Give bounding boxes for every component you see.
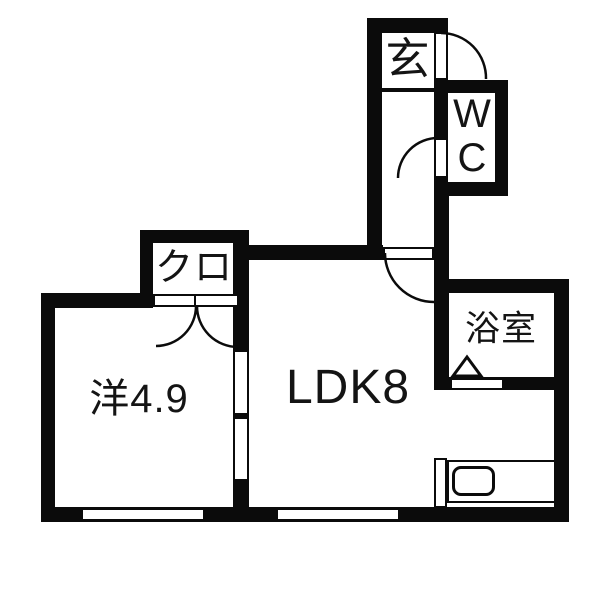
closet-door-leaf-left: [153, 294, 196, 307]
wall-wc-bottom: [434, 182, 508, 196]
bathroom-label: 浴室: [464, 309, 538, 349]
closet-label: クロ: [154, 247, 234, 289]
bath-door-threshold: [450, 378, 504, 390]
wc-label-line1: W: [453, 92, 491, 136]
ldk-label: LDK8: [285, 361, 411, 414]
wall-bath-left: [434, 279, 449, 390]
wc-door-arc: [396, 136, 439, 179]
closet-door-arc-right: [195, 305, 239, 349]
wall-divider-upper: [233, 230, 249, 352]
sliding-panel-upper: [233, 350, 249, 415]
entry-door-leaf: [434, 32, 448, 80]
western-room-window: [83, 510, 203, 519]
kitchen-sink: [452, 466, 495, 496]
wall-hall-right: [434, 196, 449, 293]
wall-west-top: [41, 293, 153, 308]
wall-genkan-step-line: [382, 88, 434, 92]
wall-bath-top: [434, 279, 569, 293]
closet-door-arc-left: [155, 305, 198, 348]
wall-wc-top: [434, 80, 508, 93]
wall-closet-top: [140, 230, 248, 243]
wall-wc-right: [495, 80, 508, 196]
wall-divider-mid: [233, 413, 249, 419]
counter-end-panel: [434, 458, 447, 508]
wall-entry-left: [367, 18, 382, 260]
wall-entry-top: [367, 18, 448, 33]
wc-door-leaf: [434, 138, 448, 178]
hall-ldk-door-arc: [383, 252, 435, 304]
wall-outer-left: [41, 293, 55, 522]
wall-closet-left: [140, 230, 153, 308]
western-room-label: 洋4.9: [89, 377, 189, 421]
hall-ldk-door-leaf: [383, 247, 434, 260]
bath-door-triangle-mark: [450, 354, 484, 378]
ldk-window: [278, 510, 398, 519]
wall-ldk-top: [240, 245, 383, 260]
wc-label-line2: C: [457, 136, 487, 180]
genkan-label: 玄: [385, 35, 431, 84]
wc-label: W C: [453, 92, 491, 180]
sliding-panel-lower: [233, 417, 249, 481]
closet-door-leaf-right: [194, 294, 239, 307]
wall-outer-right: [554, 279, 569, 522]
